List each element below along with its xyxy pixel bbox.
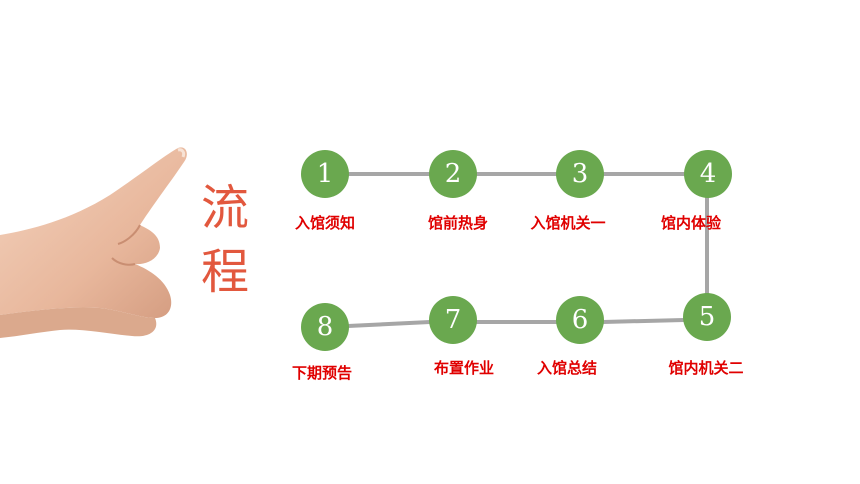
step-circle-4: 4 [684,150,732,198]
step-label-4: 馆内体验 [660,214,721,232]
step-label-7: 布置作业 [433,359,494,377]
step-label-2: 馆前热身 [427,214,488,232]
title-char-1: 流 [200,180,249,236]
connector-7-8 [346,320,432,328]
step-circle-2: 2 [429,150,477,198]
step-circle-6: 6 [556,296,604,344]
step-circle-8: 8 [301,303,349,351]
step-circle-3: 3 [556,150,604,198]
step-label-6: 入馆总结 [536,359,597,377]
step-label-1: 入馆须知 [294,214,355,232]
connector-5-6 [601,318,686,324]
step-circle-5: 5 [683,293,731,341]
step-label-3: 入馆机关一 [530,214,606,232]
step-label-8: 下期预告 [291,364,352,382]
pointing-hand-illustration [0,147,187,338]
step-circle-1: 1 [301,150,349,198]
step-circle-7: 7 [429,296,477,344]
step-label-5: 馆内机关二 [668,359,744,377]
title-char-2: 程 [200,244,249,300]
